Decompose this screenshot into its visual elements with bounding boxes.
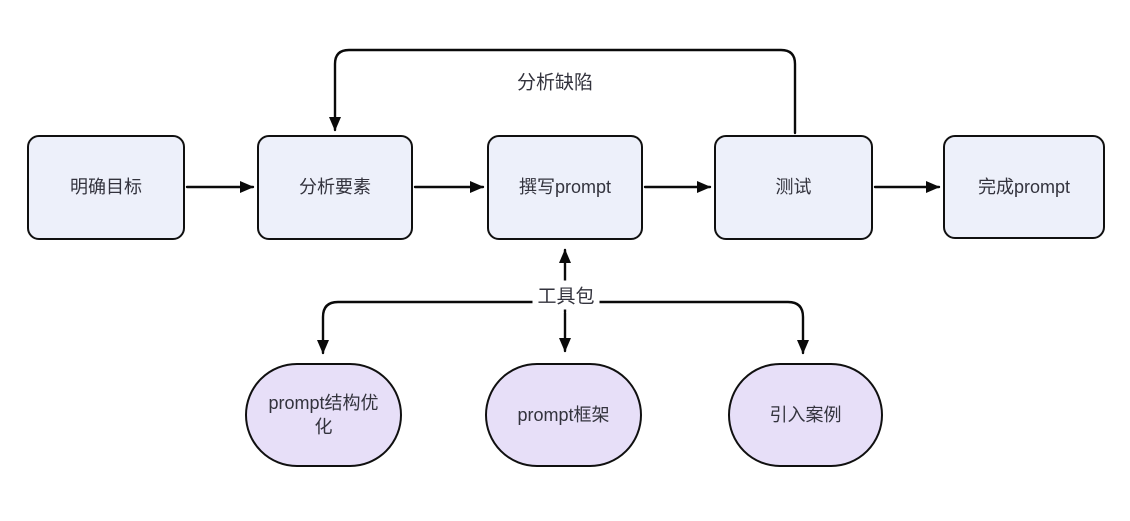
node-analyze-elements-label: 分析要素 (299, 177, 371, 198)
node-clarify-goal: 明确目标 (27, 135, 185, 240)
node-clarify-goal-label: 明确目标 (70, 177, 142, 198)
tool-introduce-examples-label: 引入案例 (769, 404, 842, 425)
edge-test-to-analyze-loop (329, 48, 797, 135)
node-test-label: 测试 (775, 177, 812, 198)
node-finish-prompt: 完成prompt (943, 135, 1105, 239)
node-analyze-elements: 分析要素 (257, 135, 413, 240)
edge-toolkit-to-examples (563, 300, 809, 355)
tool-prompt-framework: prompt框架 (485, 363, 642, 467)
tool-prompt-structure-label: prompt结构优化 (268, 392, 379, 437)
toolkit-label: 工具包 (532, 280, 600, 310)
tool-prompt-framework-label: prompt框架 (517, 404, 610, 425)
node-write-prompt-label: 撰写prompt (518, 177, 612, 198)
edge-label-analyze-defects: 分析缺陷 (511, 66, 599, 96)
node-write-prompt: 撰写prompt (487, 135, 643, 240)
node-finish-prompt-label: 完成prompt (977, 176, 1071, 197)
node-test: 测试 (714, 135, 873, 240)
tool-prompt-structure: prompt结构优化 (245, 363, 402, 467)
edge-toolkit-to-structure (317, 300, 567, 355)
tool-introduce-examples: 引入案例 (728, 363, 883, 467)
